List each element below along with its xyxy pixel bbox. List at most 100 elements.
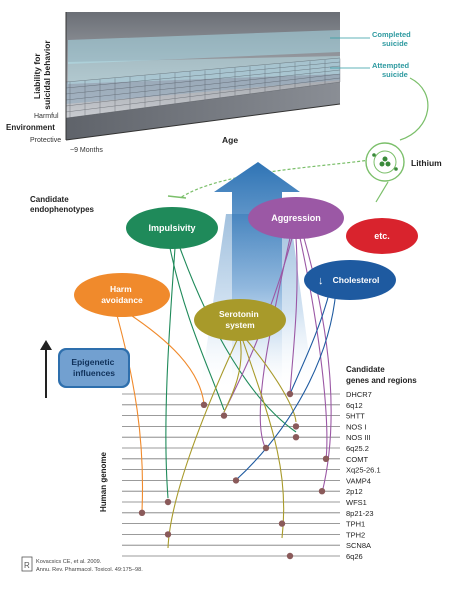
gene-marker [138, 509, 146, 516]
gene-label: SCN8A [346, 541, 371, 550]
cholesterol-link-dhcr7 [289, 289, 331, 395]
human-genome-label: Human genome [99, 451, 108, 512]
aggression-ellipse [248, 197, 344, 239]
cholesterol-node: ↓ Cholesterol [304, 260, 396, 300]
gene-marker [286, 552, 294, 560]
mesh-line [65, 65, 341, 95]
gene-marker [220, 412, 228, 419]
gene-label: 2p12 [346, 487, 363, 496]
lithium-connector-top [399, 77, 429, 141]
age-label: Age [222, 135, 238, 145]
gene-marker [278, 520, 286, 527]
gene-marker [164, 531, 172, 538]
gene-marker [232, 477, 240, 484]
gene-marker [262, 444, 270, 452]
genes-heading: Candidate genes and regions [346, 365, 417, 385]
gene-label: DHCR7 [346, 390, 372, 399]
impulsivity-link-nos3 [179, 247, 297, 433]
impulsivity-node: Impulsivity [126, 207, 218, 249]
environment-label: Environment [6, 123, 55, 132]
epigenetic-label: Epigenetic influences [71, 357, 116, 378]
epigenetic-arrowhead [40, 340, 52, 350]
lithium-inhibition-bar [167, 195, 187, 199]
mesh-line [65, 57, 341, 83]
harm-link-8p21 [114, 307, 144, 512]
cholesterol-down-arrow: ↓ [318, 275, 324, 287]
serotonin-link-tph1 [241, 337, 285, 539]
citation: R Kovacsics CE, et al. 2009. Annu. Rev. … [21, 556, 143, 573]
gene-label: TPH2 [346, 530, 365, 539]
serotonin-link-nos1 [244, 337, 297, 423]
journal-logo-glyph: R [24, 561, 30, 570]
gene-label: NOS I [346, 422, 366, 431]
aggression-link-6q252 [259, 237, 291, 450]
aggression-link-comt [299, 237, 328, 461]
etc-node: etc. [346, 218, 418, 254]
serotonin-link-tph2 [167, 337, 239, 549]
lithium-connector-left [179, 159, 371, 199]
lithium-icon [365, 142, 405, 182]
lithium-label: Lithium [411, 158, 442, 168]
lithium-connector-down [375, 181, 389, 203]
harm-link-6q12 [119, 307, 205, 405]
liability-axis-label: Liability for suicidal behavior [32, 40, 52, 110]
harmful-label: Harmful [34, 113, 59, 120]
citation-text: Kovacsics CE, et al. 2009. Annu. Rev. Ph… [36, 559, 143, 573]
harm-avoidance-ellipse [74, 273, 170, 317]
impulsivity-ellipse [126, 207, 218, 249]
gene-label: VAMP4 [346, 476, 371, 485]
protective-label: Protective [30, 137, 61, 144]
gene-marker [292, 434, 300, 441]
gene-marker [292, 423, 300, 430]
attempted-suicide-label: Attempted suicide [372, 61, 411, 79]
serotonin-node: Serotonin system [194, 299, 286, 341]
gene-label: Xq25-26.1 [346, 466, 381, 475]
endophenotypes-heading: Candidate endophenotypes [30, 195, 95, 214]
journal-logo [21, 556, 33, 572]
cholesterol-label: Cholesterol [333, 275, 380, 285]
impulsivity-label: Impulsivity [148, 223, 195, 233]
age-axis [65, 103, 341, 141]
epigenetic-box-inner [60, 350, 128, 386]
age-start-label: ~9 Months [70, 147, 103, 154]
mesh-line [65, 77, 341, 113]
impulsivity-link-5htt [169, 247, 225, 411]
aggression-node: Aggression [248, 197, 344, 239]
floor-plane [66, 82, 340, 140]
gene-label: 6q25.2 [346, 444, 369, 453]
etc-label: etc. [374, 231, 390, 241]
etc-ellipse [346, 218, 418, 254]
gene-connections [114, 237, 337, 549]
mesh-grid [65, 57, 341, 119]
cholesterol-ellipse [304, 260, 396, 300]
serotonin-label: Serotonin system [219, 309, 261, 330]
gene-marker [286, 390, 294, 398]
mesh-line [65, 81, 341, 119]
mesh-line [65, 73, 341, 107]
gene-label: TPH1 [346, 520, 365, 529]
gene-markers [138, 390, 330, 560]
gene-marker [322, 455, 330, 462]
cholesterol-link-vamp4 [235, 289, 337, 481]
mesh-line [65, 69, 341, 101]
aggression-label: Aggression [271, 213, 321, 223]
gene-label: 8p21-23 [346, 509, 374, 518]
gene-marker [318, 488, 326, 495]
gene-label: 6q26 [346, 552, 363, 561]
aggression-link-dhcr7 [289, 237, 298, 395]
gene-label: COMT [346, 455, 368, 464]
completed-suicide-label: Completed suicide [372, 30, 413, 48]
gene-marker [200, 401, 208, 408]
gene-label: 6q12 [346, 401, 363, 410]
gene-label: NOS III [346, 433, 371, 442]
serotonin-ellipse [194, 299, 286, 341]
gene-label: 5HTT [346, 412, 365, 421]
serotonin-link-5htt [223, 337, 242, 413]
liability-landscape [65, 12, 341, 141]
mesh-line [65, 61, 341, 89]
gene-lines [122, 393, 340, 557]
harm-avoidance-node: Harm avoidance [74, 273, 170, 317]
gene-label: WFS1 [346, 498, 367, 507]
